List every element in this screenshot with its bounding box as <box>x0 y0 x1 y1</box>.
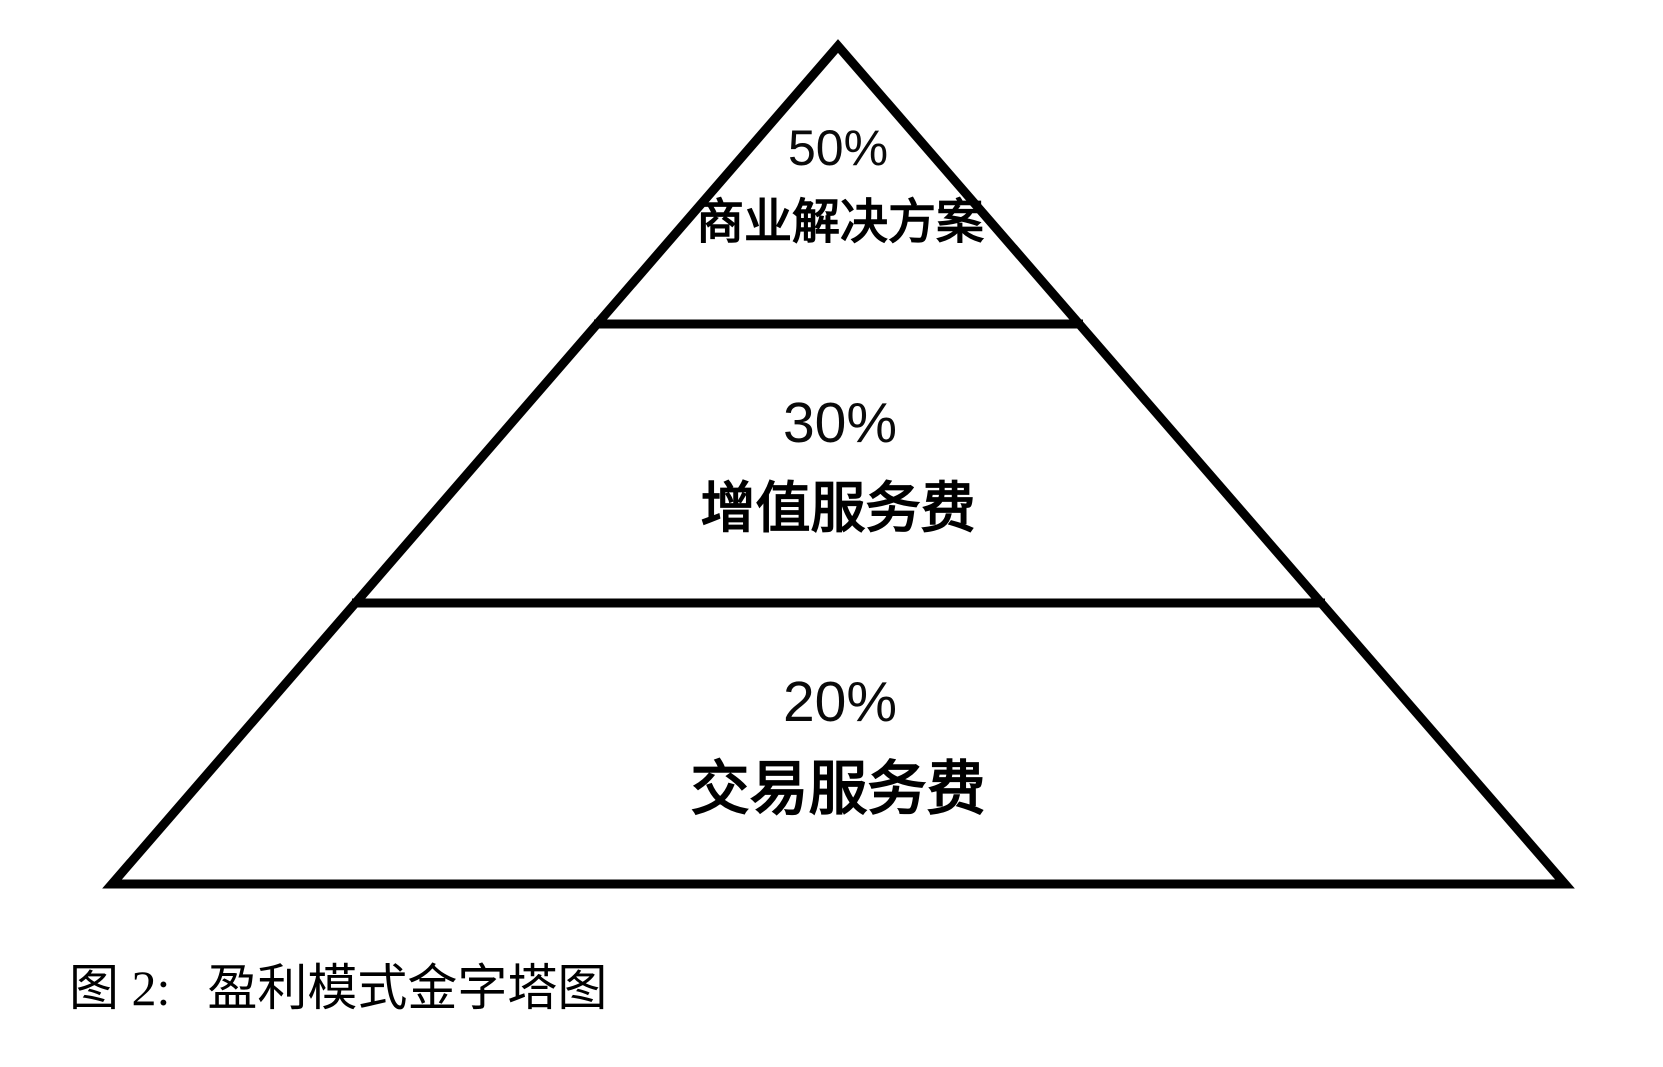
figure-caption: 图 2: 盈利模式金字塔图 <box>69 958 607 1018</box>
tier-3-label: 交易服务费 <box>690 756 985 822</box>
pyramid-outline <box>102 39 1575 889</box>
tier-1-label: 商业解决方案 <box>696 196 985 249</box>
figure-caption-title: 盈利模式金字塔图 <box>207 960 608 1016</box>
tier-2-label: 增值服务费 <box>700 477 975 539</box>
tier-2-percent: 30% <box>783 391 897 455</box>
figure-caption-number: 图 2: <box>69 960 171 1016</box>
tier-3-percent: 20% <box>783 670 897 734</box>
tier-1-percent: 50% <box>788 120 888 176</box>
